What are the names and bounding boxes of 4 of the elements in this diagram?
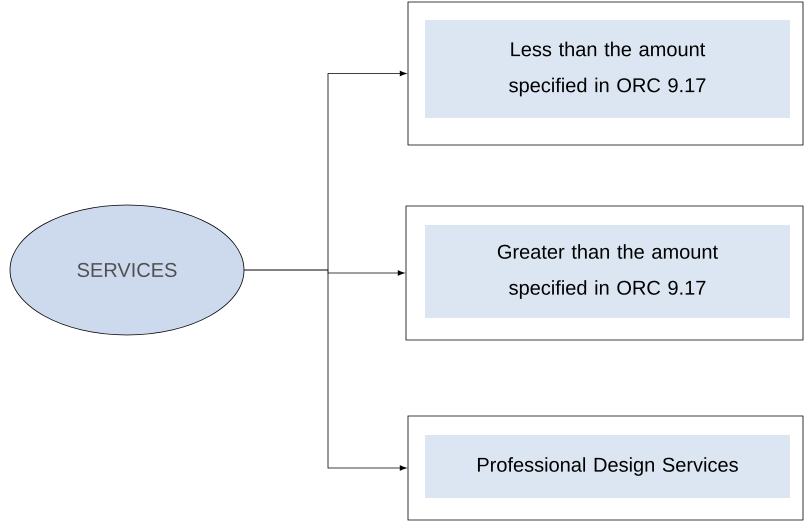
text-box: Less than the amount specified in ORC 9.17	[408, 2, 804, 146]
arrow	[244, 270, 407, 471]
text-box: Professional Design Services	[408, 416, 804, 520]
text-box: Greater than the amount specified in ORC 9.17	[406, 206, 804, 340]
